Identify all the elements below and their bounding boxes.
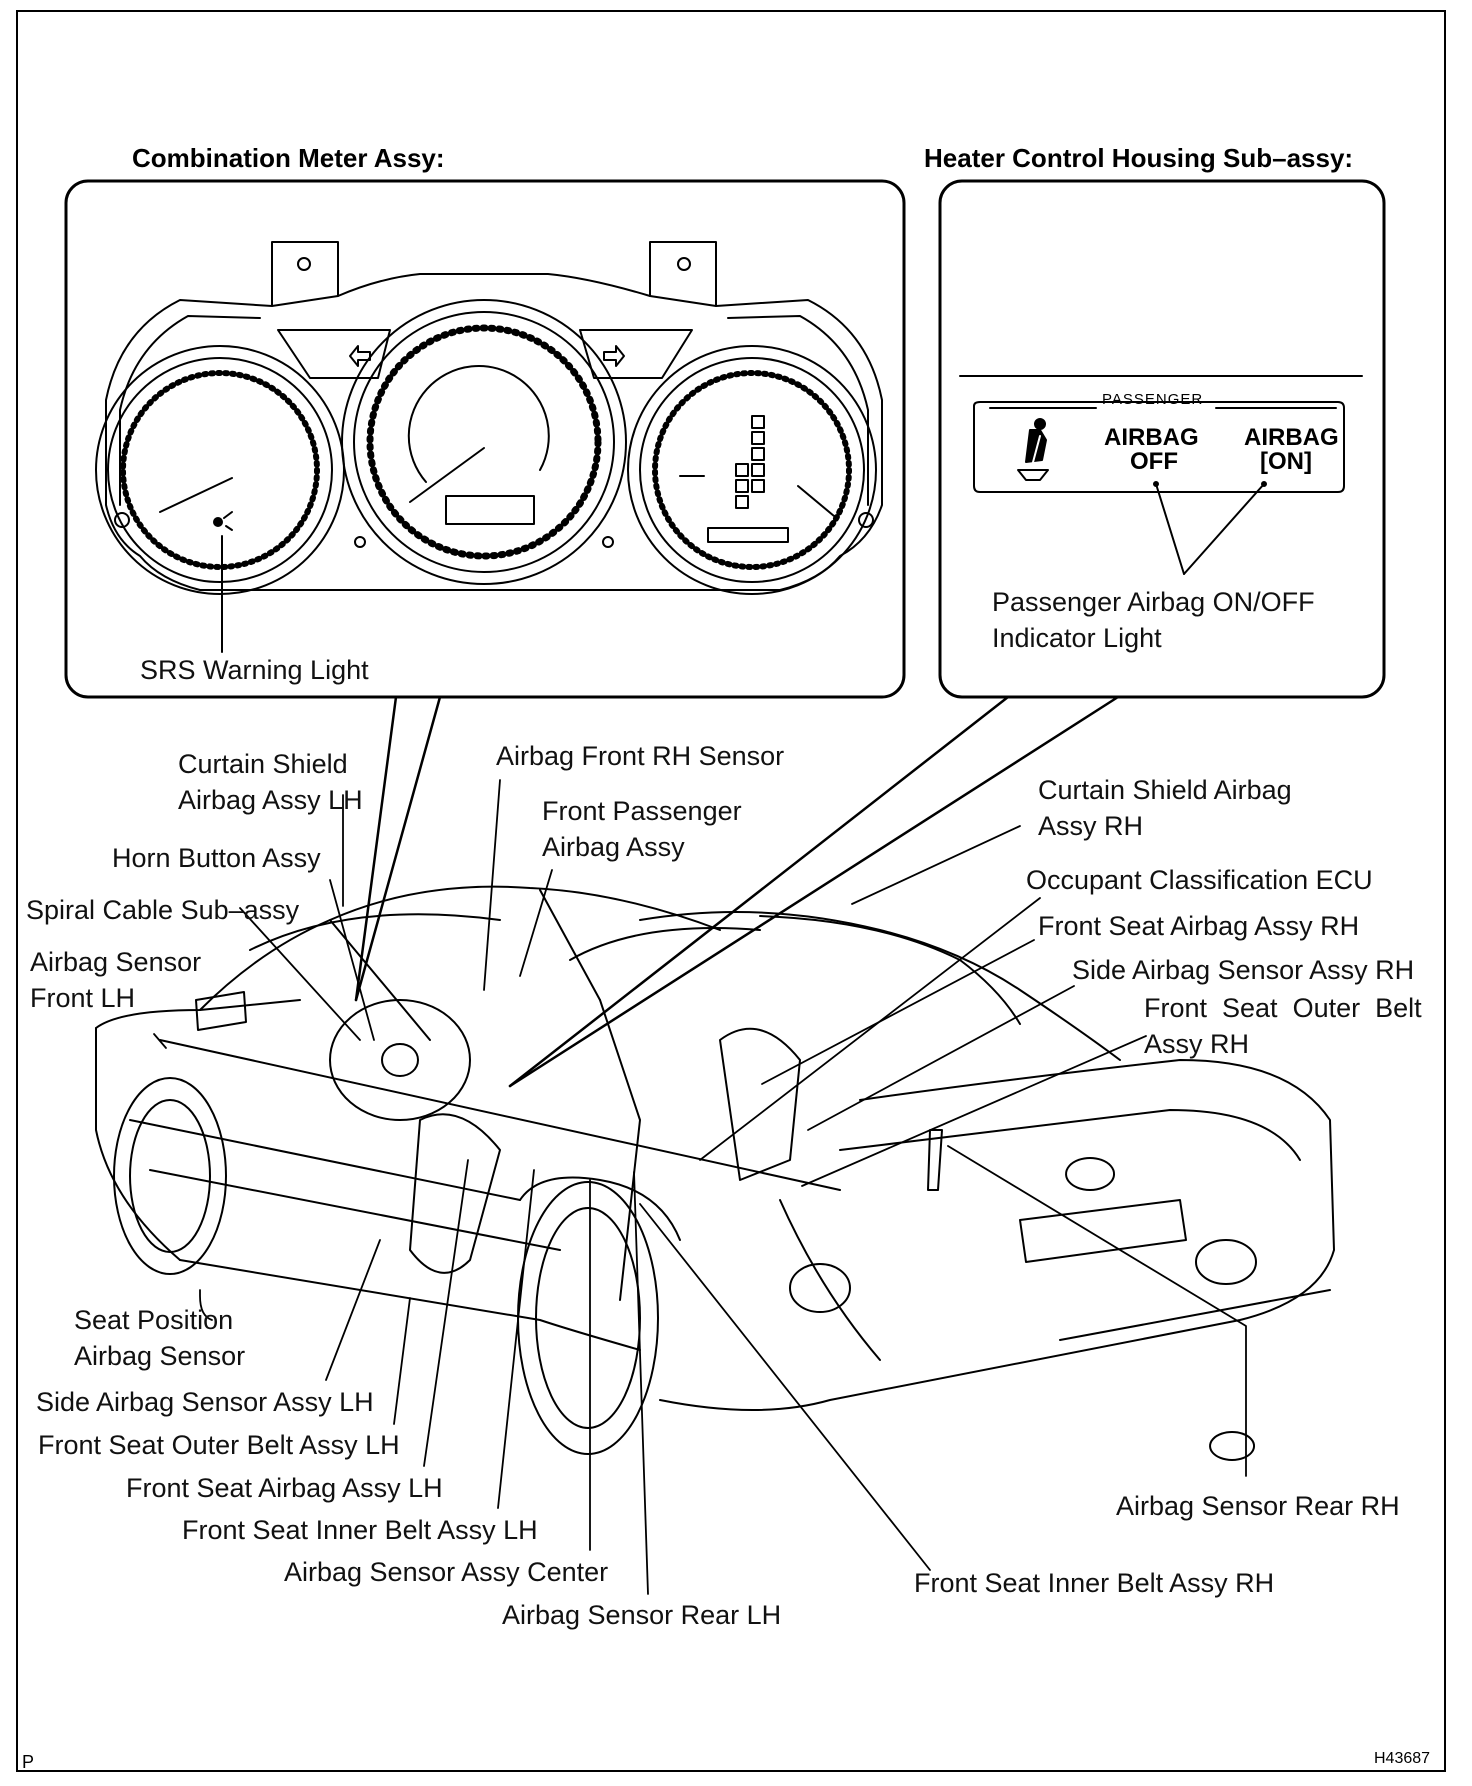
seat-position-sensor-label-line1: Seat Position bbox=[74, 1305, 234, 1335]
curtain-shield-rh-label-line2: Assy RH bbox=[1038, 811, 1144, 841]
airbag-on-label-line2: [ON] bbox=[1260, 448, 1312, 475]
combination-meter-drawing bbox=[95, 241, 883, 595]
front-seat-airbag-lh-label: Front Seat Airbag Assy LH bbox=[126, 1473, 443, 1503]
curtain-shield-lh-label-line2: Airbag Assy LH bbox=[178, 785, 363, 815]
curtain-shield-rh-label-line1: Curtain Shield Airbag bbox=[1038, 775, 1292, 805]
srs-warning-light-label: SRS Warning Light bbox=[140, 655, 369, 685]
heater-control-header: Heater Control Housing Sub–assy: bbox=[924, 143, 1354, 173]
heater-control-box bbox=[938, 179, 1386, 699]
airbag-sensor-front-lh-label-line1: Airbag Sensor bbox=[30, 947, 202, 977]
front-seat-inner-belt-lh-label: Front Seat Inner Belt Assy LH bbox=[182, 1515, 538, 1545]
car-drawing bbox=[95, 885, 1335, 1461]
airbag-off-label-line1: AIRBAG bbox=[1104, 424, 1199, 451]
front-passenger-airbag-label-line1: Front Passenger bbox=[542, 796, 742, 826]
side-airbag-sensor-rh-label: Side Airbag Sensor Assy RH bbox=[1072, 955, 1415, 985]
front-seat-outer-belt-rh-label-line1: Front Seat Outer Belt bbox=[1144, 993, 1422, 1023]
front-seat-airbag-rh-label: Front Seat Airbag Assy RH bbox=[1038, 911, 1360, 941]
airbag-off-label-line2: OFF bbox=[1130, 448, 1178, 475]
front-seat-inner-belt-rh-label: Front Seat Inner Belt Assy RH bbox=[914, 1568, 1275, 1598]
passenger-caption: PASSENGER bbox=[1102, 391, 1204, 408]
curtain-shield-lh-label-line1: Curtain Shield bbox=[178, 749, 348, 779]
airbag-sensor-front-lh-label-line2: Front LH bbox=[30, 983, 136, 1013]
component-leaders bbox=[153, 779, 1247, 1595]
inset-callout-lines bbox=[354, 695, 1120, 1088]
airbag-sensor-rear-lh-label: Airbag Sensor Rear LH bbox=[502, 1600, 782, 1630]
airbag-sensor-center-label: Airbag Sensor Assy Center bbox=[284, 1557, 609, 1587]
airbag-sensor-rear-rh-label: Airbag Sensor Rear RH bbox=[1116, 1491, 1400, 1521]
side-airbag-sensor-lh-label: Side Airbag Sensor Assy LH bbox=[36, 1387, 374, 1417]
horn-button-label: Horn Button Assy bbox=[112, 843, 321, 873]
occupant-classification-ecu-label: Occupant Classification ECU bbox=[1026, 865, 1373, 895]
seat-position-sensor-label-line2: Airbag Sensor bbox=[74, 1341, 246, 1371]
combination-meter-box bbox=[64, 179, 906, 699]
diagram-frame bbox=[16, 10, 1446, 1772]
passenger-airbag-indicator-label-line2: Indicator Light bbox=[992, 623, 1162, 653]
airbag-front-rh-sensor-label: Airbag Front RH Sensor bbox=[496, 741, 785, 771]
page-mark: P bbox=[22, 1752, 35, 1772]
airbag-on-label-line1: AIRBAG bbox=[1244, 424, 1339, 451]
heater-control-drawing bbox=[959, 375, 1363, 575]
front-seat-outer-belt-lh-label: Front Seat Outer Belt Assy LH bbox=[38, 1430, 400, 1460]
front-passenger-airbag-label-line2: Airbag Assy bbox=[542, 832, 685, 862]
front-seat-outer-belt-rh-label-line2: Assy RH bbox=[1144, 1029, 1250, 1059]
spiral-cable-label: Spiral Cable Sub–assy bbox=[26, 895, 300, 925]
passenger-airbag-indicator-label-line1: Passenger Airbag ON/OFF bbox=[992, 587, 1315, 617]
combination-meter-header: Combination Meter Assy: bbox=[132, 143, 445, 173]
figure-code: H43687 bbox=[1374, 1750, 1431, 1767]
